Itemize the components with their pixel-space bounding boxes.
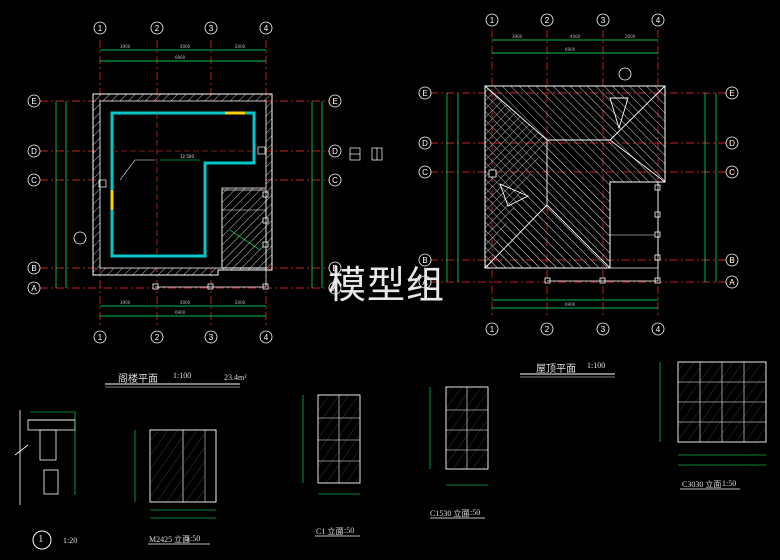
svg-text:D: D xyxy=(332,147,338,156)
svg-text:3: 3 xyxy=(601,16,606,25)
roof-plan-title: 屋顶平面 xyxy=(536,364,576,375)
attic-plan: 3900 4000 2000 6900 3900 4000 2000 6900 12.5… xyxy=(27,21,383,344)
details-area xyxy=(14,361,767,550)
attic-plan-title: 阁楼平面 xyxy=(118,374,158,385)
svg-text:B: B xyxy=(422,256,427,265)
svg-text:D: D xyxy=(422,139,428,148)
svg-text:3900: 3900 xyxy=(120,44,131,49)
svg-text:6900: 6900 xyxy=(175,55,186,60)
attic-plan-scale: 1:100 xyxy=(173,371,192,380)
detail-scale: 1:20 xyxy=(63,536,78,545)
svg-text:12.500: 12.500 xyxy=(180,154,194,159)
roof-plan: 3900 4000 2000 6900 6900 xyxy=(418,13,739,336)
grid-row-e: E xyxy=(31,97,36,106)
svg-text:3900: 3900 xyxy=(512,34,523,39)
window-c1-scale: 1:50 xyxy=(340,526,355,535)
svg-text:4: 4 xyxy=(656,325,661,334)
svg-text:2: 2 xyxy=(545,325,550,334)
svg-text:2000: 2000 xyxy=(235,300,246,305)
svg-text:1: 1 xyxy=(490,325,495,334)
watermark: 模型组 xyxy=(328,263,446,307)
attic-plan-area: 23.4m² xyxy=(224,373,247,382)
window-m2425-label: M2425 立面 xyxy=(149,535,191,544)
grid-row-d: D xyxy=(31,147,37,156)
svg-text:1: 1 xyxy=(98,333,103,342)
grid-row-b: B xyxy=(31,264,36,273)
svg-text:E: E xyxy=(729,89,734,98)
svg-text:4: 4 xyxy=(264,333,269,342)
svg-text:2: 2 xyxy=(545,16,550,25)
svg-text:4: 4 xyxy=(656,16,661,25)
grid-col-2: 2 xyxy=(155,24,160,33)
grid-row-a: A xyxy=(31,284,37,293)
window-c3030-label: C3030 立面 xyxy=(682,480,722,489)
svg-text:C: C xyxy=(332,176,338,185)
grid-col-4: 4 xyxy=(264,24,269,33)
svg-text:E: E xyxy=(422,89,427,98)
svg-text:A: A xyxy=(422,278,428,287)
svg-text:C: C xyxy=(422,168,428,177)
window-c1-label: C1 立面 xyxy=(316,527,344,536)
svg-text:A: A xyxy=(729,278,735,287)
grid-row-c: C xyxy=(31,176,37,185)
svg-text:4000: 4000 xyxy=(180,44,191,49)
svg-text:6900: 6900 xyxy=(565,302,576,307)
svg-text:2000: 2000 xyxy=(625,34,636,39)
svg-text:6900: 6900 xyxy=(565,47,576,52)
svg-text:A: A xyxy=(332,284,338,293)
svg-text:E: E xyxy=(332,97,337,106)
svg-text:C: C xyxy=(729,168,735,177)
svg-text:3: 3 xyxy=(601,325,606,334)
roof-plan-scale: 1:100 xyxy=(587,361,606,370)
grid-col-1: 1 xyxy=(98,24,103,33)
svg-text:B: B xyxy=(332,264,337,273)
svg-text:6900: 6900 xyxy=(175,310,186,315)
svg-text:D: D xyxy=(729,139,735,148)
svg-text:2000: 2000 xyxy=(235,44,246,49)
svg-text:4000: 4000 xyxy=(180,300,191,305)
svg-text:2: 2 xyxy=(155,333,160,342)
window-c1530-label: C1530 立面 xyxy=(430,509,470,518)
window-c3030-scale: 1:50 xyxy=(722,479,737,488)
window-m2425-scale: 1:50 xyxy=(186,534,201,543)
svg-text:1: 1 xyxy=(490,16,495,25)
svg-text:3900: 3900 xyxy=(120,300,131,305)
detail-number: 1 xyxy=(38,533,44,545)
svg-text:B: B xyxy=(729,256,734,265)
grid-col-3: 3 xyxy=(209,24,214,33)
window-c1530-scale: 1:50 xyxy=(466,508,481,517)
svg-text:3: 3 xyxy=(209,333,214,342)
svg-text:4000: 4000 xyxy=(570,34,581,39)
